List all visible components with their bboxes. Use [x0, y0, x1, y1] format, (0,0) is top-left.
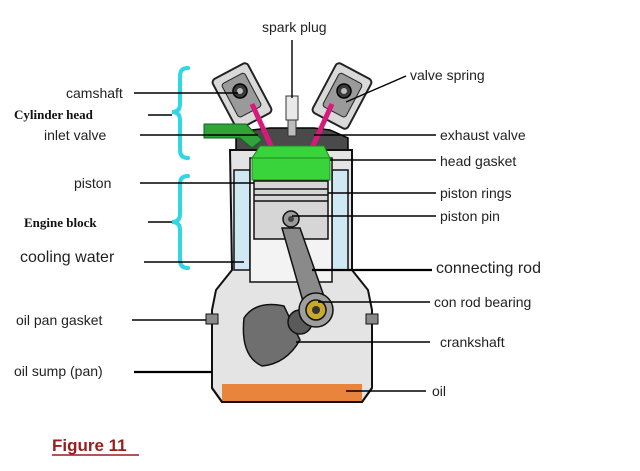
inlet-valve-stem — [249, 102, 275, 150]
label-oil-pan-gasket: oil pan gasket — [16, 312, 103, 328]
crankshaft-web — [242, 303, 301, 367]
left-cam-tower — [211, 62, 273, 130]
water-jacket-left — [233, 169, 251, 271]
label-connecting-rod: connecting rod — [436, 260, 541, 277]
label-inlet-valve: inlet valve — [44, 127, 106, 143]
label-cylinder-head: Cylinder head — [14, 107, 94, 122]
label-piston-rings: piston rings — [440, 185, 512, 201]
exhaust-valve-stem — [309, 102, 335, 150]
bracket-cylinder-head — [171, 66, 190, 160]
spark-plug — [285, 95, 299, 137]
bracket-engine-block — [171, 174, 190, 270]
label-oil-sump: oil sump (pan) — [14, 363, 103, 379]
combustion-chamber — [251, 145, 331, 181]
label-crankshaft: crankshaft — [440, 334, 505, 350]
label-valve-spring: valve spring — [410, 67, 485, 83]
label-cooling-water: cooling water — [20, 249, 115, 266]
label-con-rod-bearing: con rod bearing — [434, 294, 531, 310]
leader-valve-spring — [345, 75, 407, 103]
label-camshaft: camshaft — [66, 85, 123, 101]
pan-bolt-left — [205, 313, 219, 325]
label-piston: piston — [74, 175, 111, 191]
water-jacket-right — [331, 169, 349, 271]
pan-bolt-right — [365, 313, 379, 325]
label-head-gasket: head gasket — [440, 153, 516, 169]
inlet-manifold — [203, 123, 263, 149]
label-oil: oil — [432, 383, 446, 399]
oil-fill — [222, 384, 362, 402]
right-cam-tower — [311, 62, 373, 130]
label-spark-plug: spark plug — [262, 19, 327, 35]
label-piston-pin: piston pin — [440, 208, 500, 224]
figure-caption: Figure 11 — [52, 436, 127, 455]
label-engine-block: Engine block — [24, 215, 97, 230]
label-exhaust-valve: exhaust valve — [440, 127, 526, 143]
